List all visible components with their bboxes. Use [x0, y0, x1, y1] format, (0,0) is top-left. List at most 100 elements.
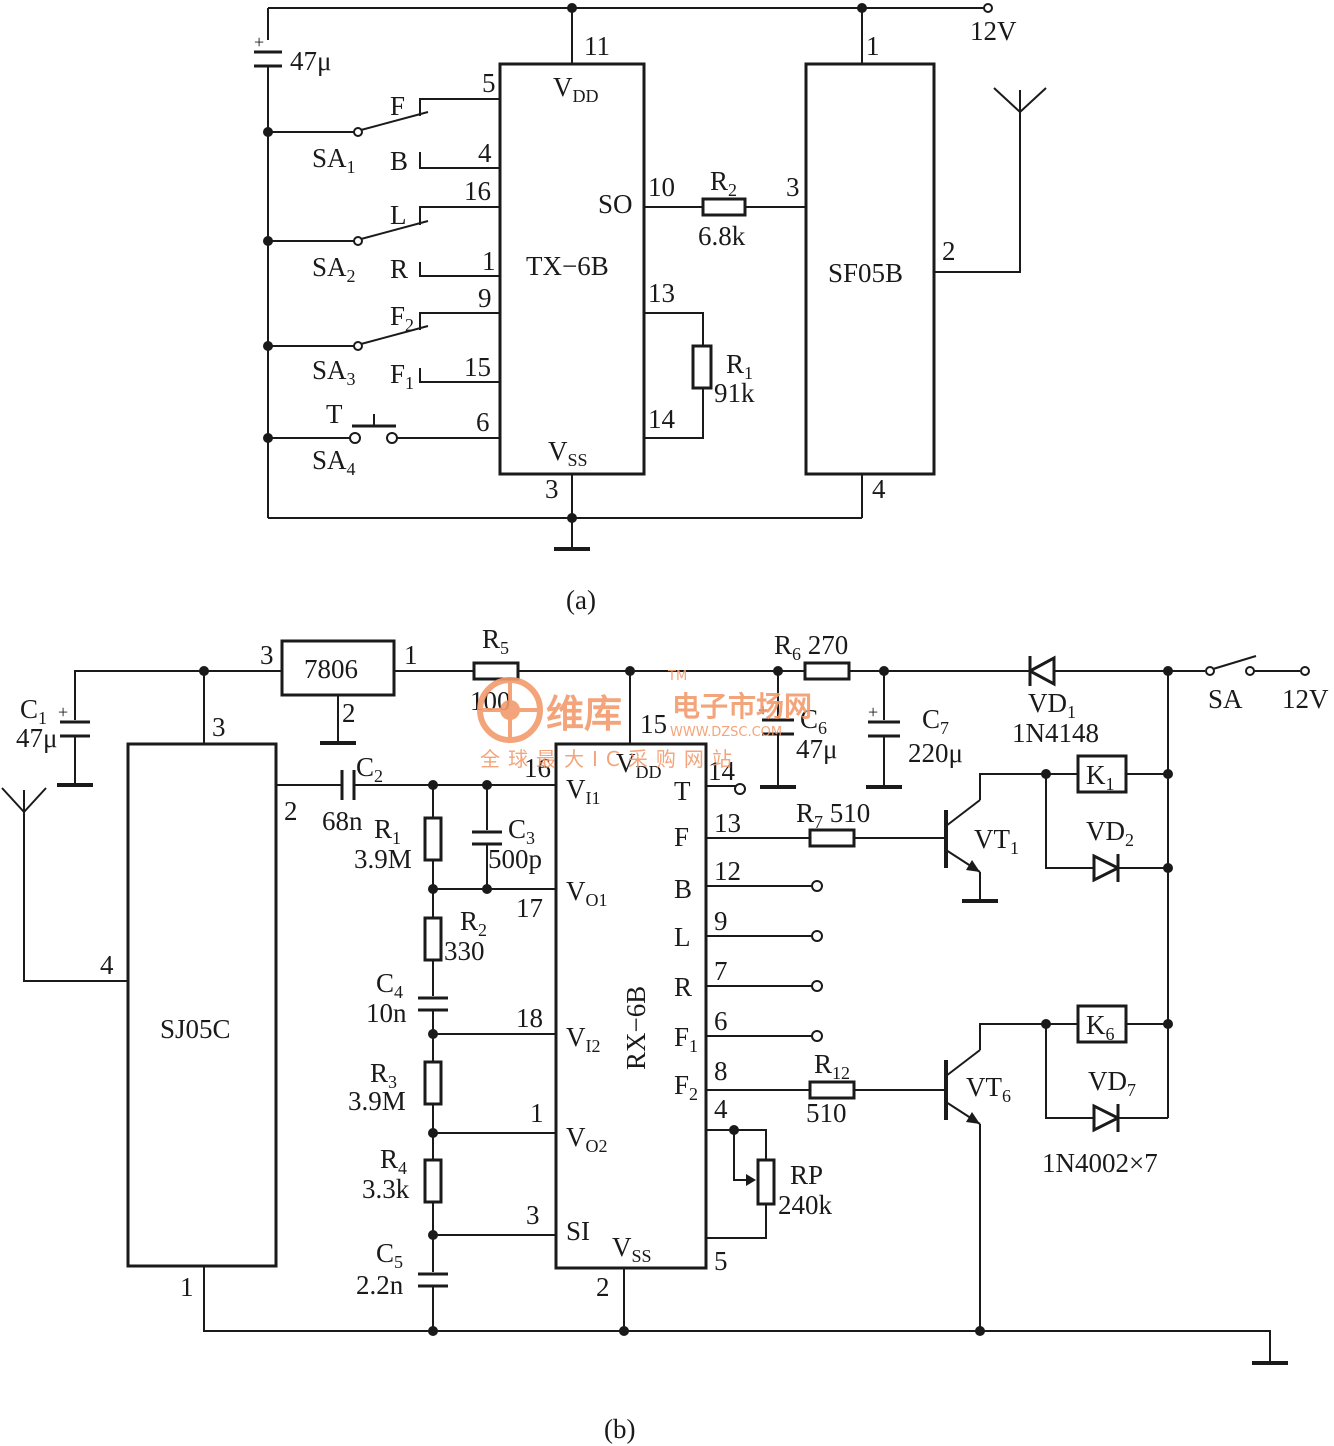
chip-sf05b-label: SF05B [828, 258, 903, 288]
svg-text:VI2: VI2 [566, 1022, 601, 1056]
svg-text:R2: R2 [460, 906, 487, 940]
svg-text:K1: K1 [1086, 760, 1115, 794]
svg-text:VSS: VSS [612, 1232, 652, 1266]
supply-terminal-a [983, 3, 993, 13]
resistor-r7 [808, 828, 856, 848]
resistor-r1-a [691, 344, 713, 390]
svg-text:L: L [674, 922, 691, 952]
svg-text:SA2: SA2 [312, 252, 356, 286]
svg-text:3: 3 [260, 640, 274, 670]
svg-text:1N4002×7: 1N4002×7 [1042, 1148, 1158, 1178]
svg-text:C2: C2 [356, 752, 383, 786]
svg-text:B: B [390, 146, 408, 176]
svg-text:2: 2 [284, 796, 298, 826]
button-sa4: T SA4 [268, 399, 500, 479]
potentiometer-rp [756, 1158, 776, 1206]
switch-sa1: F B SA1 [268, 91, 500, 177]
svg-text:VD7: VD7 [1088, 1066, 1136, 1100]
svg-text:SA1: SA1 [312, 143, 356, 177]
svg-text:L: L [390, 200, 407, 230]
svg-text:R: R [674, 972, 692, 1002]
resistor-r5 [472, 661, 520, 681]
svg-text:VD1: VD1 [1028, 688, 1076, 722]
svg-text:F1: F1 [390, 359, 414, 393]
svg-text:91k: 91k [714, 378, 755, 408]
antenna-b [1, 787, 47, 813]
svg-text:6: 6 [476, 407, 490, 437]
svg-text:4: 4 [714, 1094, 728, 1124]
svg-text:47μ: 47μ [16, 723, 57, 753]
svg-text:13: 13 [648, 278, 675, 308]
svg-text:+: + [58, 702, 68, 722]
svg-text:SI: SI [566, 1216, 590, 1246]
svg-text:3.9M: 3.9M [348, 1086, 406, 1116]
antenna-a [993, 87, 1047, 113]
svg-text:SA4: SA4 [312, 445, 356, 479]
svg-text:全球最大IC采购网站: 全球最大IC采购网站 [480, 747, 740, 771]
svg-text:VO1: VO1 [566, 876, 608, 910]
svg-text:330: 330 [444, 936, 485, 966]
svg-text:3.3k: 3.3k [362, 1174, 410, 1204]
svg-text:4: 4 [478, 138, 492, 168]
capacitor-c-a: + 47μ [254, 32, 331, 76]
svg-text:12V: 12V [1282, 684, 1329, 714]
svg-text:VSS: VSS [548, 436, 588, 470]
svg-text:16: 16 [524, 753, 551, 783]
resistor-r2-b [423, 916, 443, 962]
svg-text:SA3: SA3 [312, 355, 356, 389]
svg-text:C3: C3 [508, 814, 535, 848]
svg-text:2: 2 [342, 698, 356, 728]
switch-sa [1205, 655, 1310, 676]
caption-b: (b) [604, 1414, 635, 1444]
svg-text:VDD: VDD [553, 72, 599, 106]
svg-text:K6: K6 [1086, 1010, 1115, 1044]
svg-text:9: 9 [478, 283, 492, 313]
svg-text:13: 13 [714, 808, 741, 838]
svg-text:240k: 240k [778, 1190, 833, 1220]
resistor-r1-b [423, 816, 443, 862]
svg-text:17: 17 [516, 893, 543, 923]
svg-text:1: 1 [180, 1272, 194, 1302]
svg-text:1: 1 [530, 1098, 544, 1128]
resistor-r3-b [423, 1060, 443, 1106]
svg-text:C1: C1 [20, 694, 47, 728]
svg-text:TM: TM [667, 669, 687, 684]
svg-text:B: B [674, 874, 692, 904]
svg-text:68n: 68n [322, 806, 363, 836]
svg-text:11: 11 [584, 31, 610, 61]
chip-sj05c [126, 742, 278, 1268]
svg-text:R1: R1 [726, 349, 753, 383]
transistor-vt6 [944, 1023, 1046, 1331]
svg-text:510: 510 [806, 1098, 847, 1128]
svg-text:5: 5 [482, 68, 496, 98]
svg-text:T: T [674, 776, 691, 806]
svg-text:+: + [868, 702, 878, 722]
svg-text:R2: R2 [710, 166, 737, 200]
svg-text:R4: R4 [380, 1144, 407, 1178]
resistor-r12 [808, 1080, 856, 1100]
svg-text:15: 15 [464, 352, 491, 382]
svg-text:1: 1 [482, 246, 496, 276]
svg-text:9: 9 [714, 906, 728, 936]
svg-text:2.2n: 2.2n [356, 1270, 404, 1300]
svg-text:维库: 维库 [546, 692, 622, 736]
svg-text:SA: SA [1208, 684, 1243, 714]
svg-text:15: 15 [640, 709, 667, 739]
svg-text:2: 2 [596, 1272, 610, 1302]
svg-text:F2: F2 [674, 1070, 698, 1104]
svg-text:5: 5 [714, 1246, 728, 1276]
svg-text:2: 2 [942, 236, 956, 266]
svg-text:+: + [254, 32, 264, 52]
svg-text:SO: SO [598, 189, 633, 219]
svg-text:12: 12 [714, 856, 741, 886]
svg-text:1: 1 [866, 31, 880, 61]
svg-text:10n: 10n [366, 998, 407, 1028]
svg-text:14: 14 [708, 756, 736, 786]
circuit-b: 7806 3 1 2 R5 100 R6 270 + C6 47μ + C7 2… [1, 624, 1329, 1444]
svg-text:18: 18 [516, 1003, 543, 1033]
svg-text:R6 270: R6 270 [774, 630, 848, 664]
svg-text:R5: R5 [482, 624, 509, 658]
svg-text:F: F [390, 91, 405, 121]
svg-text:VDD: VDD [616, 748, 662, 782]
svg-text:电子市场网: 电子市场网 [672, 690, 812, 723]
